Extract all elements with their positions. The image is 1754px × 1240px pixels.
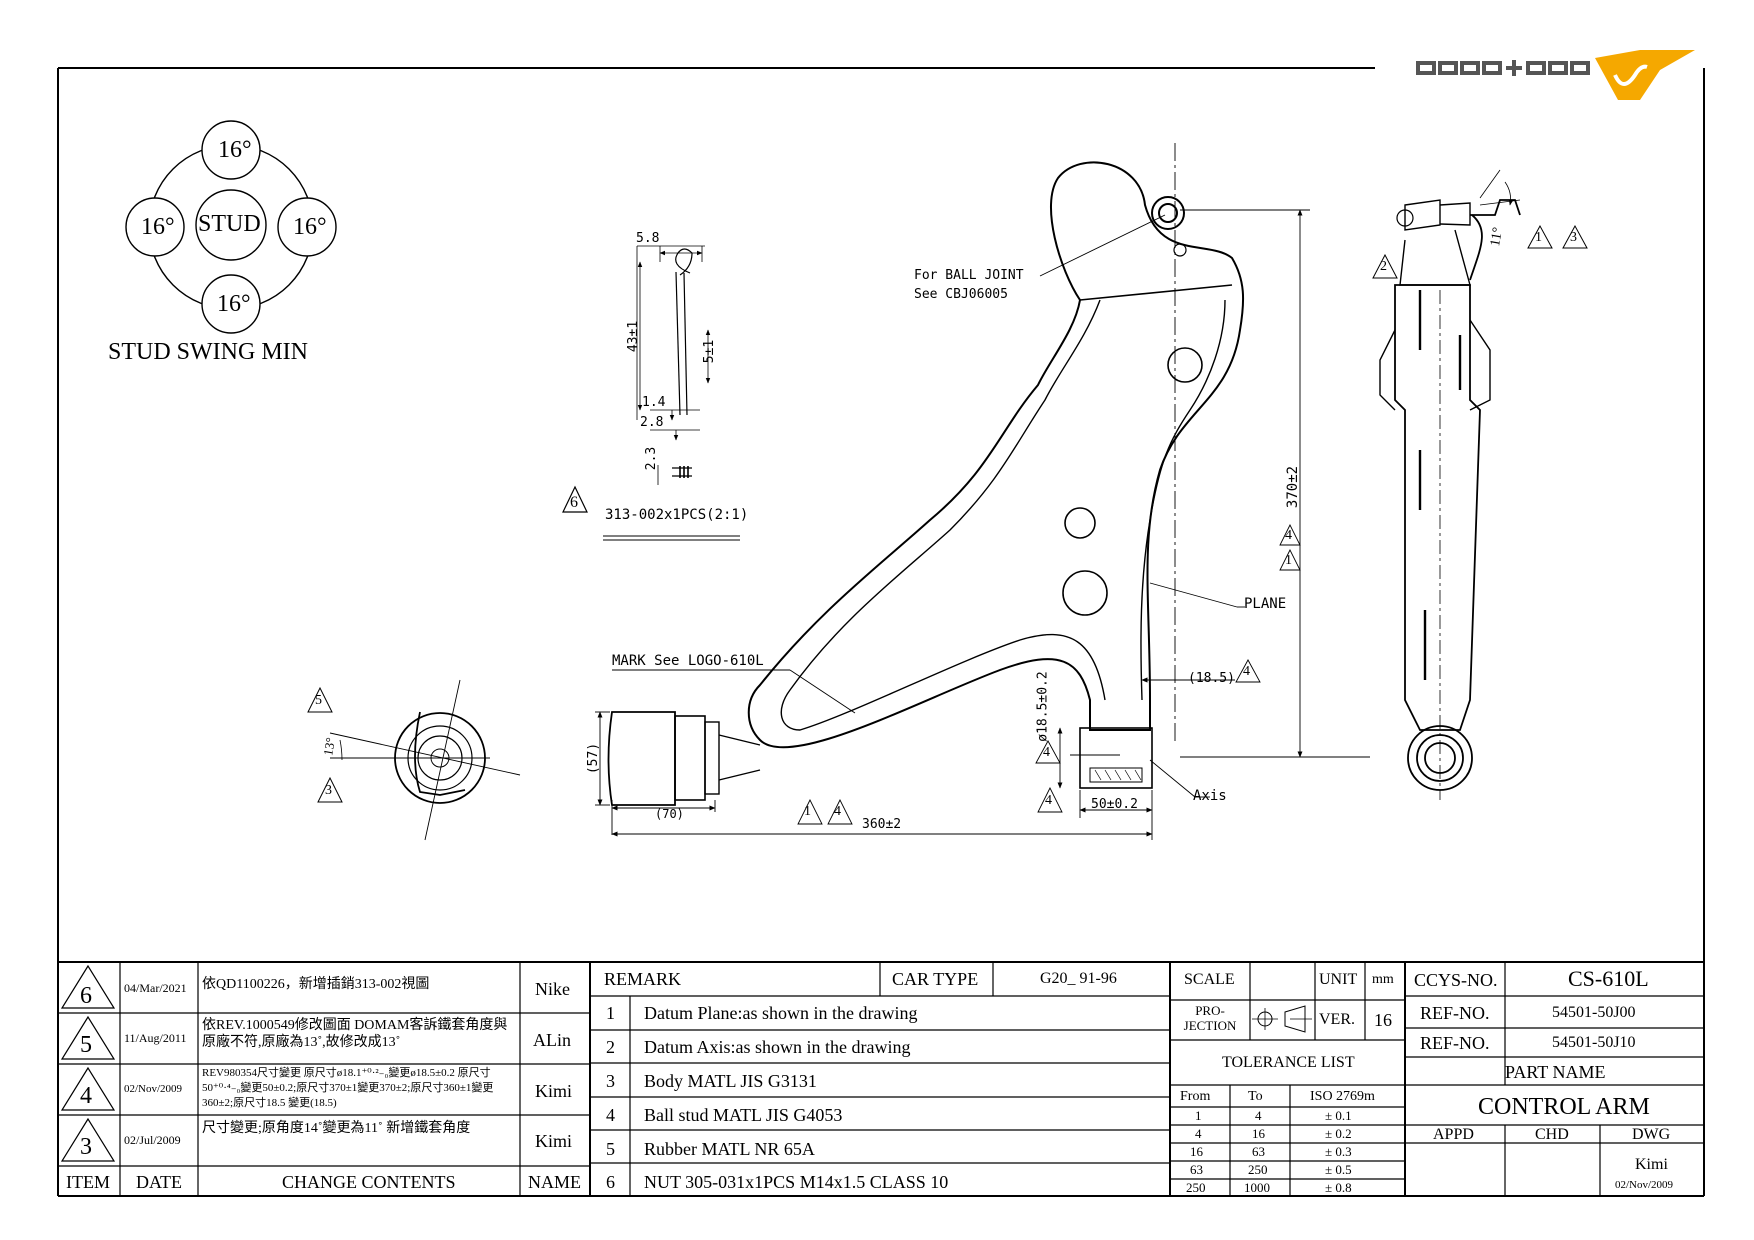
cotter-pin-view [562, 245, 740, 541]
sheet-border [57, 67, 1705, 1197]
control-arm-side-view [1372, 169, 1588, 800]
company-logo [1416, 50, 1695, 100]
control-arm-front-view [607, 161, 1245, 806]
stud-swing-diagram [125, 120, 337, 334]
bushing-end-view [307, 679, 521, 841]
title-block-grid [58, 961, 1704, 1196]
front-view-dimensions [595, 143, 1370, 840]
